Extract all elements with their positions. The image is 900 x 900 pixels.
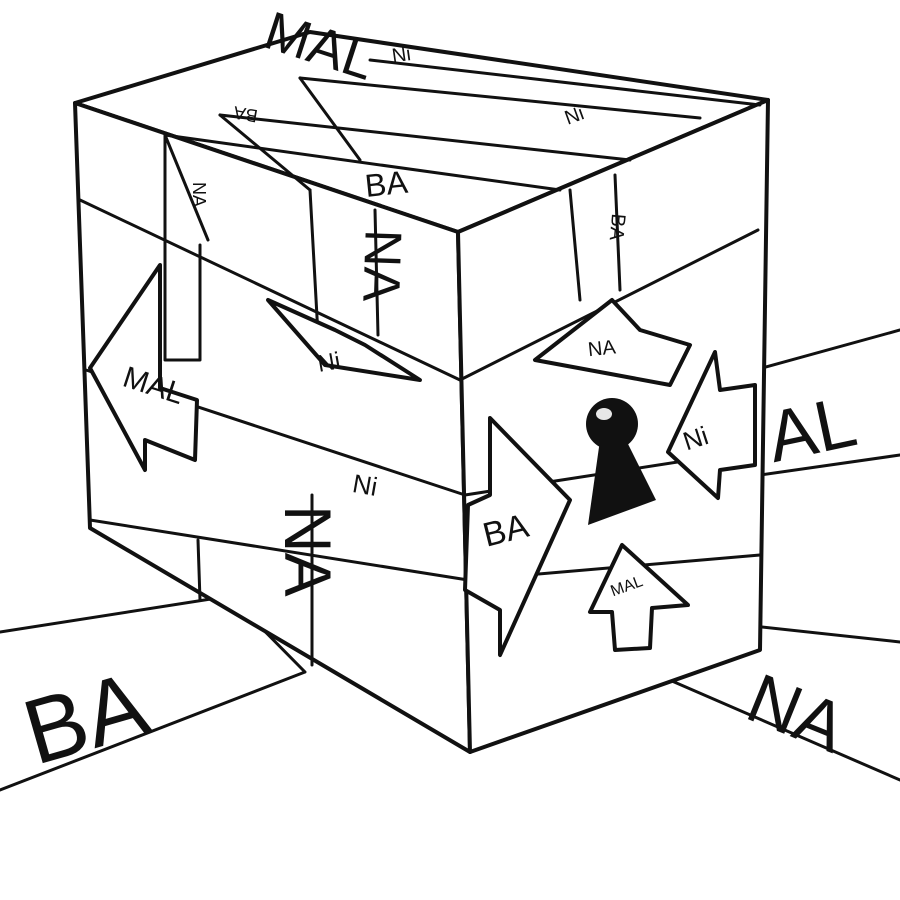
label-ground-ba: BA: [13, 652, 160, 784]
top-grid-lines-2: [163, 76, 362, 242]
arrow-na: [533, 298, 692, 387]
label-ground-al: AL: [760, 381, 863, 478]
label-left-na-big: NA: [271, 505, 345, 597]
label-top-na: NA: [189, 182, 209, 207]
arrow-mal-up: [588, 543, 690, 652]
cube-middle-layer-line: [84, 368, 757, 497]
label-top-ba-1: BA: [232, 102, 259, 126]
label-right-na-arrow: NA: [587, 336, 618, 361]
lower-strips: [196, 493, 314, 667]
arrows: [88, 263, 757, 657]
right-band-strip: [568, 173, 622, 302]
cube-upper-layer-line: [78, 198, 760, 382]
top-grid-lines: [163, 58, 762, 192]
arrow-left-mal: [88, 263, 199, 472]
label-ground-na: NA: [737, 659, 857, 768]
ground-strip-back-right: [758, 328, 900, 477]
left-band-strip: [163, 133, 202, 362]
label-ni-arrow: Ni: [315, 347, 342, 378]
keyhole-icon: [586, 398, 656, 525]
arrow-ni-right: [666, 350, 757, 500]
left-center-strip: [308, 188, 380, 337]
label-right-ba-strip: BA: [605, 213, 629, 242]
cube: [73, 30, 770, 754]
arrow-ni-down: [266, 298, 422, 382]
label-top-ba-2: BA: [363, 164, 410, 204]
label-left-na-vertical: NA: [351, 228, 411, 303]
label-ni-band: Ni: [350, 468, 379, 502]
label-top-ni-1: Ni: [391, 43, 413, 67]
arrow-ba: [463, 416, 572, 657]
